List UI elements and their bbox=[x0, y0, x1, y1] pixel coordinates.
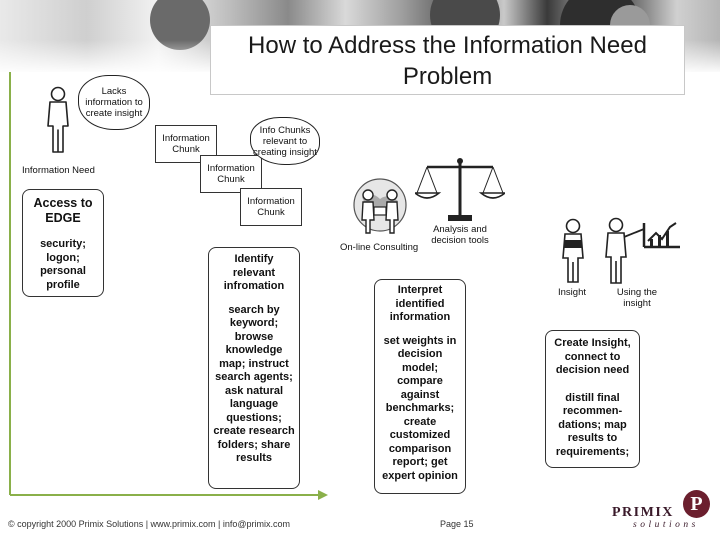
step-interpret-body: set weights in decision model; compare a… bbox=[382, 334, 458, 482]
page-title: How to Address the Information Need Prob… bbox=[248, 32, 647, 90]
person-thinking-icon bbox=[47, 86, 69, 153]
primix-logo-sub: solutions bbox=[633, 520, 699, 530]
step-interpret-information: Interpret identified information set wei… bbox=[374, 279, 466, 494]
step-identify-heading: Identify relevant infromation bbox=[223, 253, 285, 292]
step-identify-information: Identify relevant infromation search by … bbox=[208, 247, 300, 489]
online-consulting-label: On-line Consulting bbox=[340, 242, 419, 253]
scales-icon bbox=[415, 158, 505, 221]
cloud-lacks-information: Lacks information to create insight bbox=[78, 75, 150, 130]
insight-label: Insight bbox=[558, 287, 586, 298]
step-create-insight: Create Insight, connect to decision need… bbox=[545, 330, 640, 468]
step-access-body: security; logon; personal profile bbox=[40, 238, 86, 291]
timeline-arrow bbox=[9, 72, 328, 500]
information-chunk-1: Information Chunk bbox=[155, 125, 217, 163]
step-create-heading: Create Insight, connect to decision need bbox=[554, 337, 631, 376]
cloud-chunks-text: Info Chunks relevant to creating insight bbox=[253, 124, 317, 158]
information-chunk-2: Information Chunk bbox=[200, 155, 262, 193]
title-box: How to Address the Information Need Prob… bbox=[210, 25, 685, 95]
primix-logo-word: PRIMIX bbox=[612, 505, 674, 520]
step-identify-body: search by keyword; browse knowledge map;… bbox=[213, 303, 295, 465]
analysis-tools-label: Analysis and decision tools bbox=[431, 224, 489, 246]
using-insight-label: Using the insight bbox=[616, 287, 658, 309]
footer-copyright: © copyright 2000 Primix Solutions | www.… bbox=[8, 519, 291, 529]
online-consulting-icon bbox=[353, 178, 407, 234]
step-interpret-heading: Interpret identified information bbox=[389, 284, 451, 323]
step-access-edge: Access to EDGE security; logon; personal… bbox=[22, 189, 104, 297]
footer-page-number: Page 15 bbox=[440, 519, 474, 529]
information-chunk-3: Information Chunk bbox=[240, 188, 302, 226]
step-access-heading: Access to EDGE bbox=[33, 196, 93, 225]
step-create-body: distill final recommen- dations; map res… bbox=[555, 391, 630, 458]
person-presenting-icon bbox=[605, 217, 680, 284]
person-insight-icon bbox=[562, 218, 584, 283]
cloud-info-chunks: Info Chunks relevant to creating insight bbox=[250, 117, 320, 165]
primix-logo-badge-icon: P bbox=[683, 490, 710, 518]
information-need-label: Information Need bbox=[22, 165, 95, 176]
cloud-lacks-text: Lacks information to create insight bbox=[85, 86, 143, 119]
